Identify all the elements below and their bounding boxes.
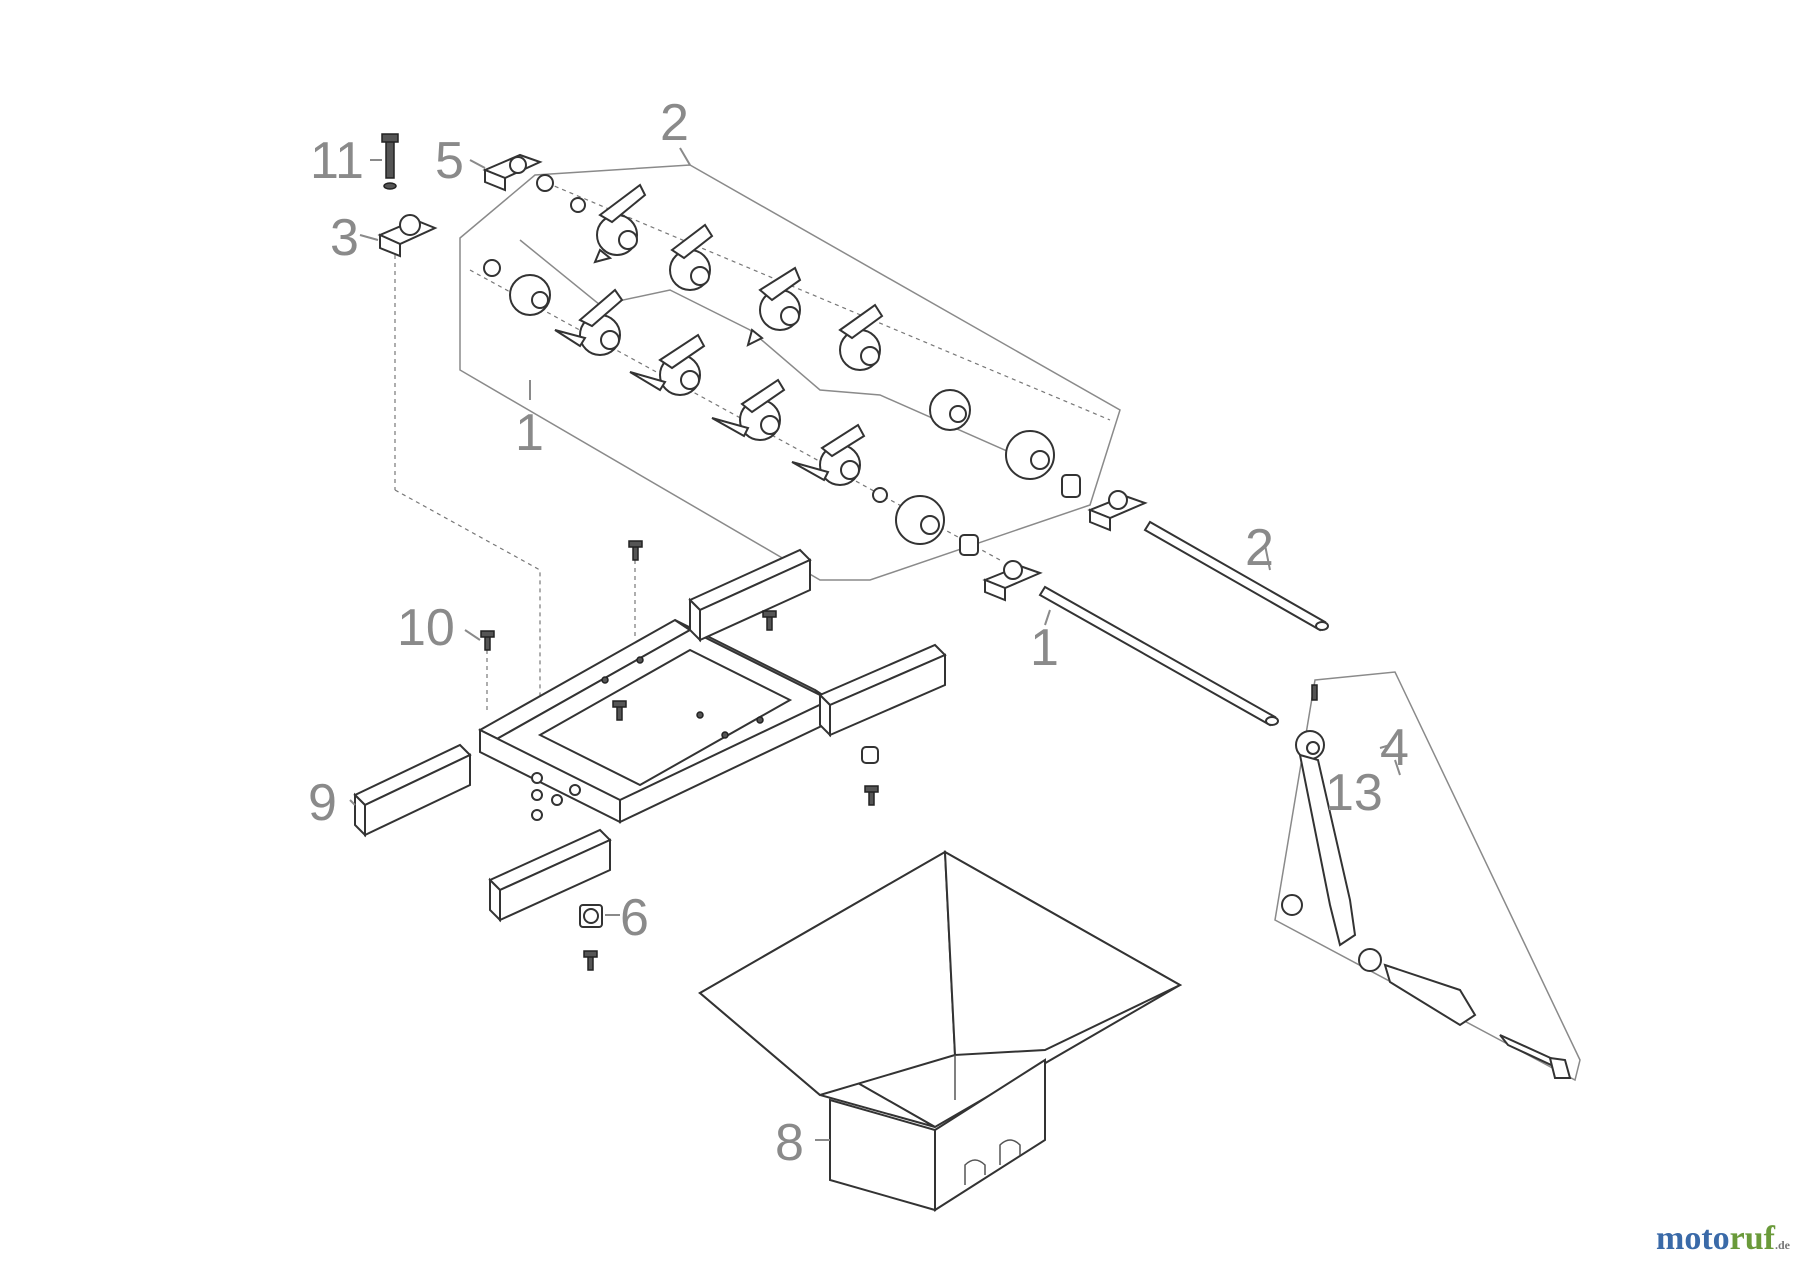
bolt-11 [381, 133, 399, 190]
leg-back-left [688, 548, 812, 643]
callout-2-upper: 2 [660, 94, 689, 152]
callout-1-shaft: 1 [1030, 619, 1059, 677]
plain-gear-1 [929, 389, 971, 431]
callout-10: 10 [397, 599, 455, 657]
bearing-block-3 [377, 214, 438, 258]
blade-gear-6 [629, 333, 706, 396]
callout-5: 5 [435, 132, 464, 190]
callout-4: 4 [1380, 719, 1409, 777]
callout-8: 8 [775, 1114, 804, 1172]
lower-roller-shaft [469, 259, 1001, 561]
bearing-block-5 [482, 153, 543, 192]
blade-gear-8 [791, 423, 866, 486]
blade-gear-4 [838, 303, 884, 371]
leg-back-right [818, 643, 947, 738]
hopper [697, 850, 1183, 1212]
blade-gear-1 [593, 183, 647, 264]
callout-13: 13 [1325, 764, 1383, 822]
plain-gear-3 [509, 274, 551, 316]
plain-gear-2 [1005, 430, 1055, 480]
callout-11: 11 [310, 132, 364, 190]
watermark-part-1: moto [1656, 1220, 1730, 1257]
frame [478, 618, 833, 824]
screws [480, 540, 879, 971]
crank-outline [1274, 671, 1581, 1082]
crank-arm [1281, 684, 1572, 1079]
blade-gear-3 [746, 266, 802, 347]
nut-6 [579, 904, 603, 928]
blade-gear-7 [711, 378, 786, 441]
plain-gear-4 [895, 495, 945, 545]
watermark-part-2: ruf [1729, 1220, 1775, 1257]
watermark-part-3: .de [1775, 1238, 1790, 1252]
blade-gear-2 [669, 223, 714, 291]
leg-front-left [353, 743, 472, 838]
roller-assembly-outline [459, 164, 1121, 581]
shaft-1 [1038, 585, 1279, 727]
callout-2-shaft: 2 [1245, 519, 1274, 577]
blade-gear-5 [554, 288, 624, 356]
callout-3: 3 [330, 209, 359, 267]
leg-front-right [488, 828, 612, 923]
bearing-block-right-lower [982, 560, 1043, 602]
callout-9: 9 [308, 774, 337, 832]
callout-1-upper: 1 [515, 404, 544, 462]
watermark-logo: motoruf.de [1656, 1220, 1790, 1258]
bearing-block-right-upper [1087, 490, 1148, 532]
shaft-2 [1143, 520, 1329, 632]
callout-6: 6 [620, 889, 649, 947]
upper-roller-shaft [536, 174, 1111, 498]
